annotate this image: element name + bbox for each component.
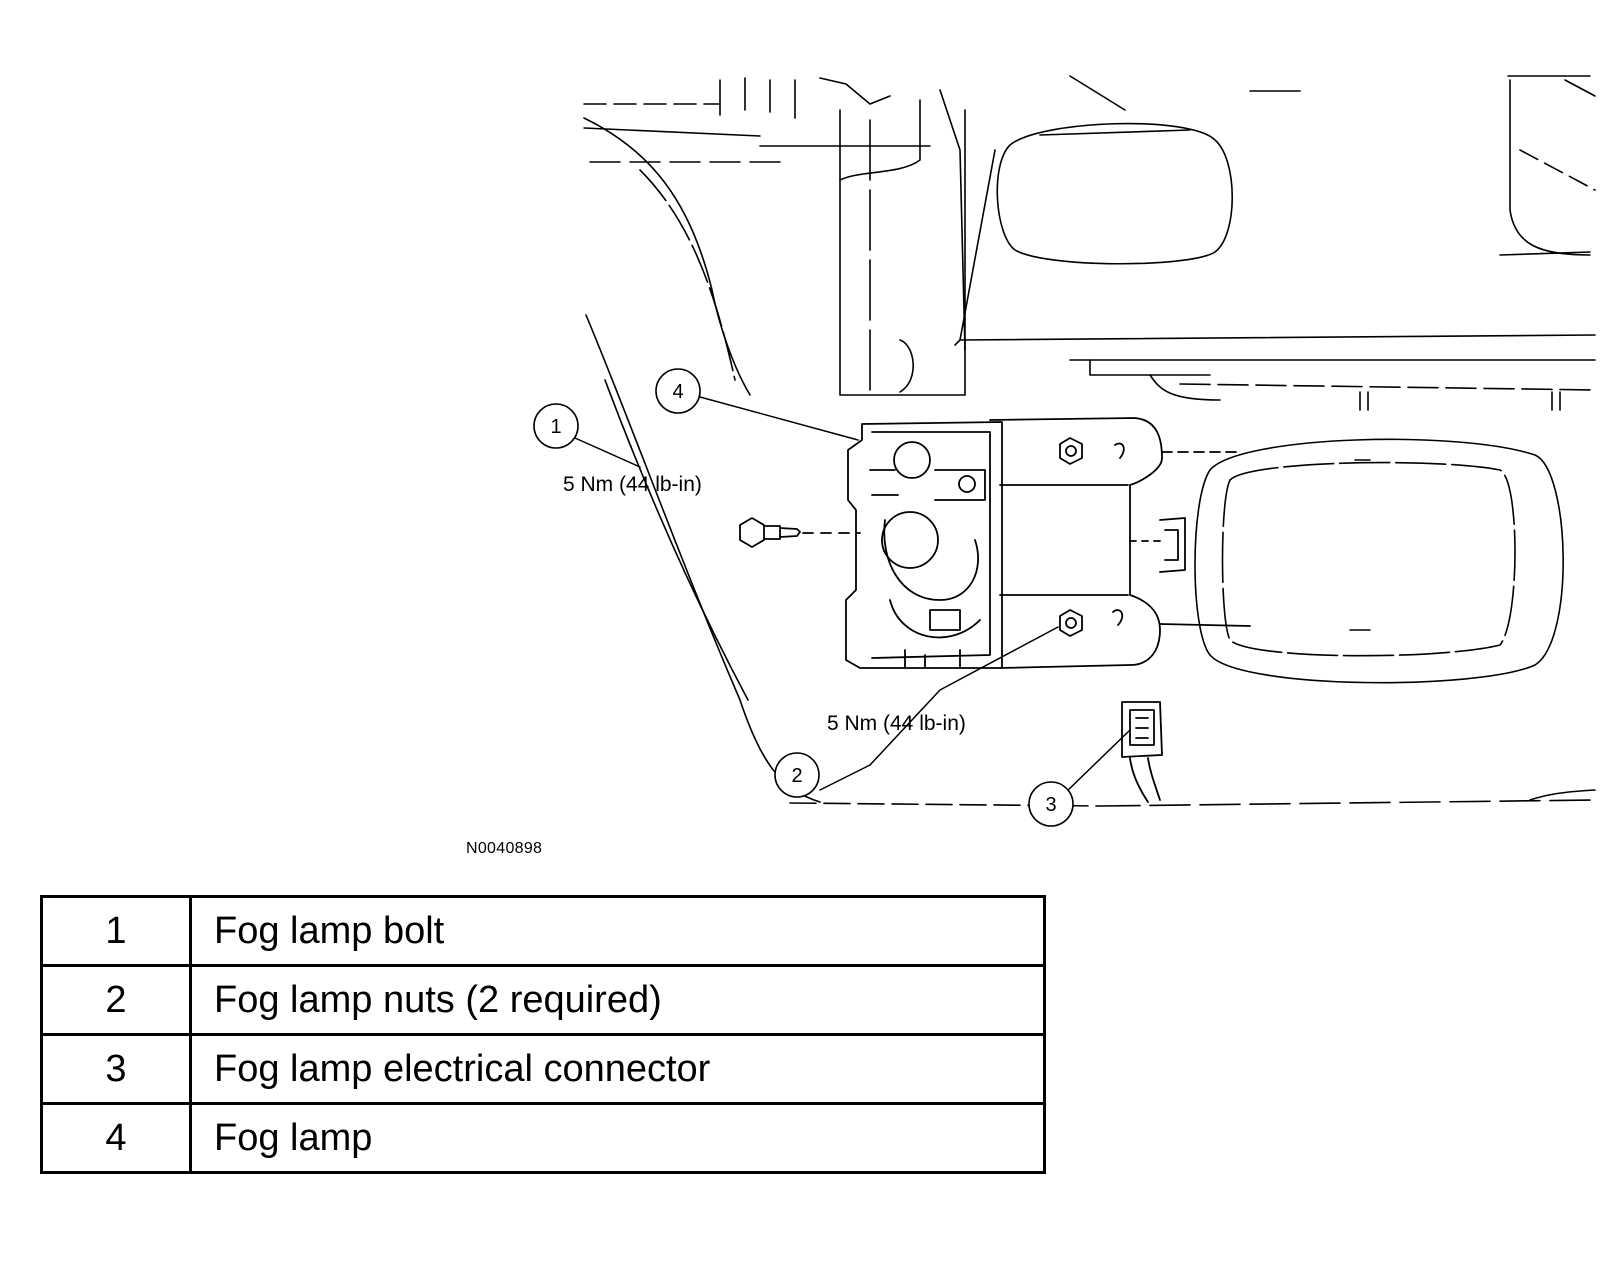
torque-label-nuts: 5 Nm (44 lb-in) (827, 712, 966, 735)
leader-lines (574, 396, 1131, 794)
fog-lamp-diagram: 1 4 2 3 5 Nm (44 lb-in) 5 Nm (44 lb-in) (533, 75, 1596, 827)
svg-text:1: 1 (550, 416, 561, 438)
legend-number: 1 (40, 895, 192, 967)
callout-3: 3 (1028, 781, 1074, 827)
table-row: 1 Fog lamp bolt (40, 895, 1046, 967)
legend-description: Fog lamp electrical connector (189, 1033, 1046, 1105)
legend-description: Fog lamp nuts (2 required) (189, 964, 1046, 1036)
fog-lamp-bolt (739, 517, 861, 548)
legend-description: Fog lamp (189, 1102, 1046, 1174)
callout-2: 2 (774, 752, 820, 798)
table-row: 3 Fog lamp electrical connector (40, 1033, 1046, 1105)
legend-number: 2 (40, 964, 192, 1036)
callout-1: 1 (533, 403, 579, 449)
bumper-structure (583, 75, 1596, 807)
svg-text:2: 2 (791, 765, 802, 787)
fog-lamp-assembly (845, 417, 1251, 669)
svg-text:4: 4 (672, 381, 683, 403)
table-row: 2 Fog lamp nuts (2 required) (40, 964, 1046, 1036)
legend-number: 4 (40, 1102, 192, 1174)
parts-legend-table: 1 Fog lamp bolt 2 Fog lamp nuts (2 requi… (40, 895, 1046, 1174)
legend-description: Fog lamp bolt (189, 895, 1046, 967)
svg-text:3: 3 (1045, 794, 1056, 816)
table-row: 4 Fog lamp (40, 1102, 1046, 1174)
legend-number: 3 (40, 1033, 192, 1105)
torque-label-bolt: 5 Nm (44 lb-in) (563, 473, 702, 496)
callout-4: 4 (655, 368, 701, 414)
figure-id: N0040898 (466, 840, 543, 857)
fog-lamp-electrical-connector (1121, 701, 1163, 803)
